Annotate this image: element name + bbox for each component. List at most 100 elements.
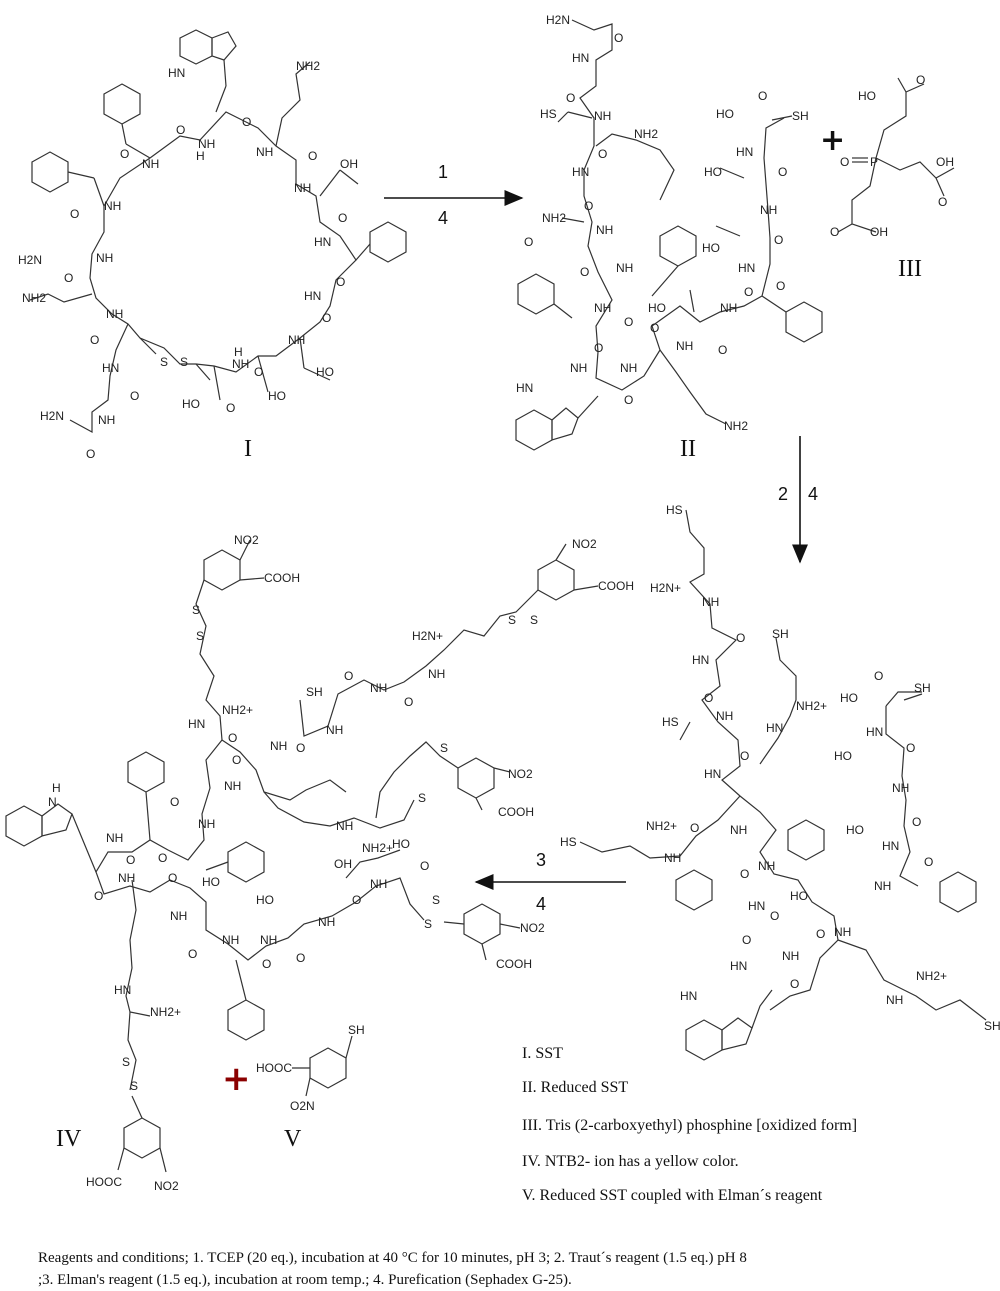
label-nh2plus: NH2+	[222, 703, 253, 717]
label-h2n: H2N	[18, 253, 42, 267]
label-o: O	[598, 147, 607, 161]
label-cooh: COOH	[264, 571, 300, 585]
label-o: O	[228, 731, 237, 745]
label-compound-IV: IV	[56, 1126, 82, 1152]
legend-item: II. Reduced SST	[522, 1079, 628, 1096]
label-o: O	[778, 165, 787, 179]
legend-item: IV. NTB2- ion has a yellow color.	[522, 1153, 739, 1170]
label-nh: NH	[118, 871, 135, 885]
label-s: S	[440, 741, 448, 755]
label-nh: NH	[142, 157, 159, 171]
step-number: 4	[438, 208, 448, 228]
label-hn: HN	[866, 725, 883, 739]
label-nh: NH	[874, 879, 891, 893]
label-o: O	[624, 315, 633, 329]
label-h2n: H2N	[40, 409, 64, 423]
label-o: O	[158, 851, 167, 865]
label-compound-V: V	[284, 1126, 302, 1152]
thiolated-sst-structure: HS H2N+ NH O HN O HS NH O HN SH NH2+ HN …	[560, 503, 1000, 1061]
compound-IV-structure: NO2 COOH S S NH2+ HN NO2 COOH S S H2N+ N…	[5, 533, 634, 1193]
label-ho: HO	[202, 875, 220, 889]
label-sh: SH	[348, 1023, 365, 1037]
label-oh: OH	[936, 155, 954, 169]
label-sh: SH	[306, 685, 323, 699]
label-hn: HN	[188, 717, 205, 731]
label-o: O	[420, 859, 429, 873]
label-h2nplus: H2N+	[412, 629, 443, 643]
label-nh: NH	[758, 859, 775, 873]
label-h2n: H2N	[546, 13, 570, 27]
label-h: H	[196, 149, 205, 163]
label-hs: HS	[666, 503, 683, 517]
label-s: S	[432, 893, 440, 907]
label-nh: NH	[886, 993, 903, 1007]
label-ho: HO	[182, 397, 200, 411]
label-nh: NH	[336, 819, 353, 833]
label-nh: NH	[664, 851, 681, 865]
label-nh: NH	[620, 361, 637, 375]
label-hn: HN	[114, 983, 131, 997]
label-nh2plus: NH2+	[796, 699, 827, 713]
label-compound-III: III	[898, 256, 922, 282]
label-o: O	[704, 691, 713, 705]
label-s: S	[122, 1055, 130, 1069]
label-nh: NH	[198, 137, 215, 151]
label-o: O	[94, 889, 103, 903]
label-nh2: NH2	[724, 419, 748, 433]
label-h: H	[52, 781, 61, 795]
label-compound-II: II	[680, 436, 696, 462]
label-o: O	[170, 795, 179, 809]
compound-legend: I. SST II. Reduced SST III. Tris (2-carb…	[522, 1045, 857, 1204]
label-cooh: COOH	[498, 805, 534, 819]
label-no2: NO2	[154, 1179, 179, 1193]
label-nh: NH	[222, 933, 239, 947]
label-s: S	[130, 1079, 138, 1093]
label-o: O	[690, 821, 699, 835]
label-nh: NH	[720, 301, 737, 315]
label-hn: HN	[516, 381, 533, 395]
label-nh2: NH2	[542, 211, 566, 225]
label-hn: HN	[704, 767, 721, 781]
label-o: O	[322, 311, 331, 325]
label-o: O	[336, 275, 345, 289]
label-nh: NH	[594, 301, 611, 315]
label-h: H	[234, 345, 243, 359]
label-hn: HN	[736, 145, 753, 159]
label-ho: HO	[268, 389, 286, 403]
label-hn: HN	[572, 51, 589, 65]
conditions-line: ;3. Elman's reagent (1.5 eq.), incubatio…	[38, 1272, 572, 1288]
label-hs: HS	[560, 835, 577, 849]
label-o: O	[742, 933, 751, 947]
label-s: S	[530, 613, 538, 627]
label-nh2plus: NH2+	[646, 819, 677, 833]
label-o: O	[790, 977, 799, 991]
label-o: O	[906, 741, 915, 755]
label-ho: HO	[790, 889, 808, 903]
reaction-conditions: Reagents and conditions; 1. TCEP (20 eq.…	[38, 1250, 747, 1288]
label-o: O	[830, 225, 839, 239]
label-o: O	[308, 149, 317, 163]
label-nh: NH	[256, 145, 273, 159]
label-no2: NO2	[520, 921, 545, 935]
label-nh: NH	[326, 723, 343, 737]
label-o: O	[352, 893, 361, 907]
label-nh: NH	[892, 781, 909, 795]
label-nh: NH	[616, 261, 633, 275]
step-number: 4	[536, 894, 546, 914]
label-o: O	[938, 195, 947, 209]
label-oh: OH	[340, 157, 358, 171]
label-n: N	[48, 795, 57, 809]
label-o: O	[776, 279, 785, 293]
label-nh: NH	[716, 709, 733, 723]
label-sh: SH	[914, 681, 931, 695]
label-nh: NH	[294, 181, 311, 195]
reaction-arrow-3: 3 4	[474, 850, 626, 914]
label-nh: NH	[270, 739, 287, 753]
label-o: O	[774, 233, 783, 247]
label-nh: NH	[702, 595, 719, 609]
label-o: O	[744, 285, 753, 299]
label-o: O	[584, 199, 593, 213]
label-nh2plus: NH2+	[916, 969, 947, 983]
